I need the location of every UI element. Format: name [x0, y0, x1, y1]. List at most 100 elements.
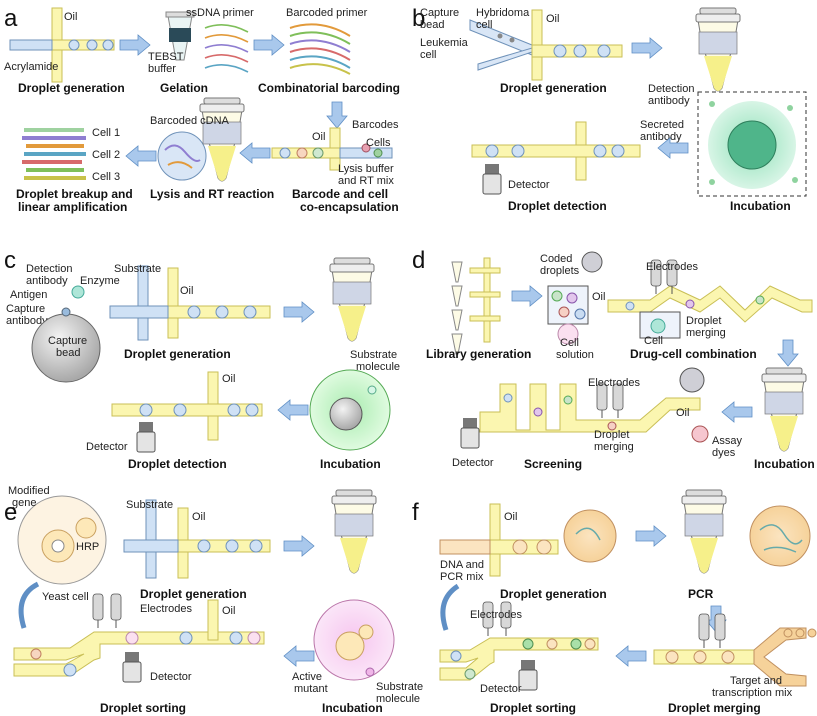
e-step-sorting: Droplet sorting: [100, 701, 186, 715]
b-leukemia-1: Leukemia: [420, 37, 469, 49]
f-droplet-generator: [439, 503, 617, 577]
d-combination-channel: [607, 285, 813, 323]
f-pcr-droplet-icon: [749, 505, 811, 567]
b-step-incubation: Incubation: [730, 199, 791, 213]
c-detection-channel: [111, 371, 263, 441]
panel-letter-f: f: [412, 499, 419, 526]
a-cells-label: Cells: [366, 137, 391, 149]
d-step-drugcell: Drug-cell combination: [630, 347, 757, 361]
d-step-library: Library generation: [426, 347, 531, 361]
b-secreted-1: Secreted: [640, 119, 684, 131]
d-step-screening: Screening: [524, 457, 582, 471]
c-step-incubation: Incubation: [320, 457, 381, 471]
arrow-icon: [631, 37, 663, 59]
b-leukemia-2: cell: [420, 49, 437, 61]
a-coencapsulation-channel: [271, 127, 393, 171]
c-oil-label: Oil: [180, 285, 193, 297]
a-reads-icon: [22, 128, 86, 180]
f-target-1: Target and: [730, 675, 782, 687]
d-cell-solution-2: solution: [556, 349, 594, 361]
e-yeast-zoom: [17, 495, 107, 585]
c-bead-2: bead: [56, 347, 80, 359]
c-substrate-mol-1: Substrate: [350, 349, 397, 361]
b-detection-2: antibody: [648, 95, 690, 107]
b-incubation-zoom: [697, 91, 807, 197]
arrow-icon: [283, 645, 315, 667]
c-capture-2: antibody: [6, 315, 48, 327]
tube-icon: [331, 489, 377, 574]
c-droplet-generator: [109, 265, 271, 341]
arrow-icon: [777, 339, 799, 367]
a-barcoded-primer-icon: [289, 23, 351, 75]
d-merging-1: Droplet: [686, 315, 721, 327]
e-oil2-label: Oil: [222, 605, 235, 617]
d-merging-zoom: [639, 311, 681, 339]
electrode-icon: [698, 613, 710, 649]
a-step-droplet-generation: Droplet generation: [18, 81, 125, 95]
f-pcr-tube-icon: [681, 489, 727, 574]
tube-icon: [329, 257, 375, 342]
d-coded-1: Coded: [540, 253, 572, 265]
tube-icon: [695, 7, 741, 92]
b-step-detection: Droplet detection: [508, 199, 607, 213]
d-electrodes2-label: Electrodes: [588, 377, 640, 389]
f-dna-2: PCR mix: [440, 571, 484, 583]
panel-f: f Oil DNA and PCR mix Droplet generation…: [412, 489, 817, 715]
a-droplet-generator: [9, 7, 115, 83]
f-detector-label: Detector: [480, 683, 522, 695]
arrow-icon: [511, 285, 543, 307]
electrode-icon: [612, 383, 624, 419]
c-enzyme-label: Enzyme: [80, 275, 120, 287]
d-cell-solution-icon: [557, 323, 579, 345]
panel-letter-d: d: [412, 247, 425, 274]
e-detector-label: Detector: [150, 671, 192, 683]
b-capture-2: bead: [420, 19, 444, 31]
c-substrate-mol-2: molecule: [356, 361, 400, 373]
electrode-icon: [92, 593, 104, 629]
c-step-detection: Droplet detection: [128, 457, 227, 471]
detector-icon: [518, 659, 538, 691]
e-electrodes-label: Electrodes: [140, 603, 192, 615]
a-step-breakup-1: Droplet breakup and: [16, 187, 133, 201]
d-coded-droplets-icon: [547, 251, 603, 325]
a-barcoded-cdna-label: Barcoded cDNA: [150, 115, 230, 127]
f-merging-channel: [653, 627, 817, 687]
f-sorting-channel: [439, 637, 599, 681]
a-step-breakup-2: linear amplification: [18, 200, 127, 214]
b-detector-label: Detector: [508, 179, 550, 191]
c-antigen-label: Antigen: [10, 289, 47, 301]
arrow-icon: [635, 525, 667, 547]
a-acrylamide-label: Acrylamide: [4, 61, 58, 73]
f-electrodes-label: Electrodes: [470, 609, 522, 621]
panel-letter-c: c: [4, 247, 16, 274]
arrow-icon: [283, 301, 315, 323]
e-droplet-generator: [123, 499, 271, 579]
b-detection-channel: [471, 121, 641, 181]
panel-b: b Capture bead Hybridoma cell Oil Leukem…: [412, 5, 807, 213]
arrow-icon: [326, 101, 348, 129]
a-cell1-label: Cell 1: [92, 127, 120, 139]
detector-icon: [136, 421, 156, 453]
panel-e: e Modified gene HRP Substrate Oil Yeast …: [4, 485, 423, 715]
e-sorting-channel: [13, 599, 265, 677]
d-cell-label: Cell: [644, 335, 663, 347]
a-lysis-buffer-label: Lysis buffer: [338, 163, 394, 175]
a-cell2-label: Cell 2: [92, 149, 120, 161]
a-cell3-label: Cell 3: [92, 171, 120, 183]
a-ssdna-label: ssDNA primer: [186, 7, 254, 19]
arrow-icon: [239, 142, 271, 164]
d-cell-solution-1: Cell: [560, 337, 579, 349]
panel-letter-b: b: [412, 5, 425, 32]
f-recycle-arrow-icon: [440, 583, 460, 631]
c-detection-2: antibody: [26, 275, 68, 287]
a-step-lysis-rt: Lysis and RT reaction: [150, 187, 274, 201]
c-capture-1: Capture: [6, 303, 45, 315]
d-library-channels: [469, 257, 501, 343]
e-yeast-label: Yeast cell: [42, 591, 89, 603]
e-modified-2: gene: [12, 497, 36, 509]
arrow-icon: [721, 401, 753, 423]
e-step-incubation: Incubation: [322, 701, 383, 715]
f-step-sorting: Droplet sorting: [490, 701, 576, 715]
d-detector-label: Detector: [452, 457, 494, 469]
